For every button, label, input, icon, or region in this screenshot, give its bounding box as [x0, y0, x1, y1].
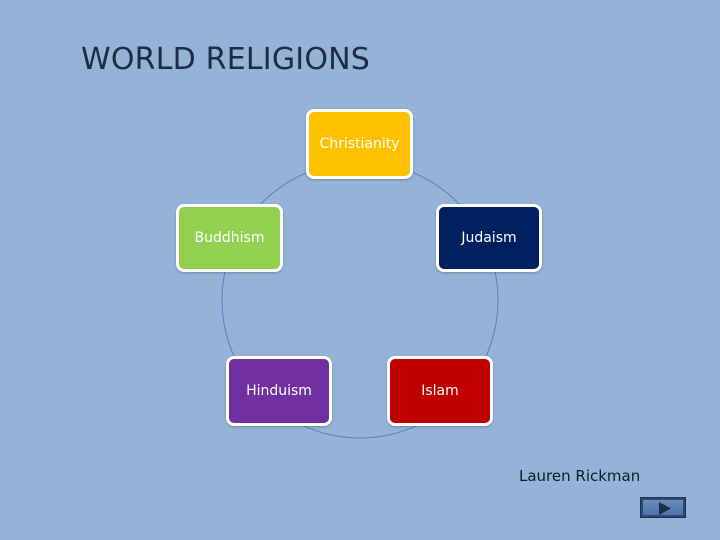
play-arrow-icon [659, 502, 671, 515]
slide-title: WORLD RELIGIONS [81, 42, 371, 77]
next-slide-button[interactable] [640, 497, 686, 518]
node-hinduism: Hinduism [226, 356, 332, 426]
node-judaism: Judaism [436, 204, 542, 272]
node-label: Buddhism [194, 230, 265, 246]
node-buddhism: Buddhism [176, 204, 283, 272]
node-islam: Islam [387, 356, 493, 426]
node-label: Judaism [461, 230, 517, 246]
node-label: Christianity [319, 136, 400, 152]
node-label: Hinduism [246, 383, 312, 399]
author-name: Lauren Rickman [519, 467, 641, 485]
node-christianity: Christianity [306, 109, 413, 179]
node-label: Islam [421, 383, 459, 399]
